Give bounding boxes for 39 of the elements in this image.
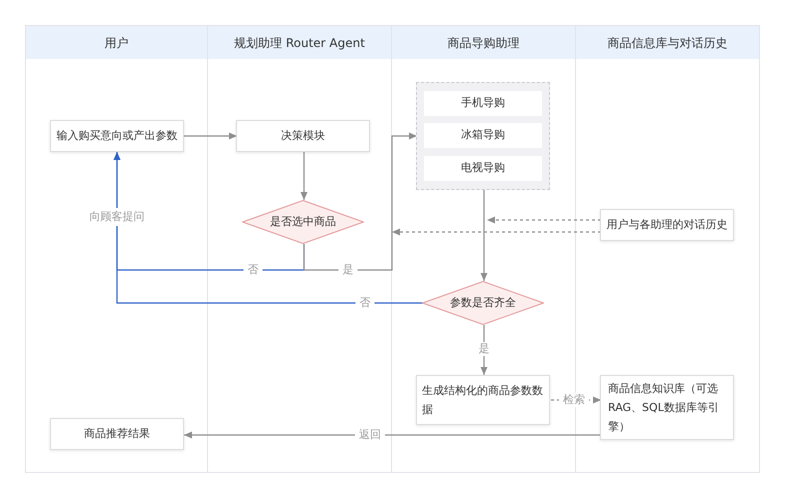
edge-label: 否 bbox=[244, 263, 262, 277]
decision-text: 参数是否齐全 bbox=[450, 294, 516, 311]
lane-header: 规划助理 Router Agent bbox=[208, 26, 391, 59]
decision-diamond bbox=[242, 200, 364, 244]
lane-header: 用户 bbox=[26, 26, 207, 59]
lane-header: 商品导购助理 bbox=[392, 26, 575, 59]
lane-header: 商品信息库与对话历史 bbox=[576, 26, 759, 59]
swimlane bbox=[25, 25, 208, 473]
edge-label: 是 bbox=[338, 263, 358, 277]
edge-label: 检索 bbox=[559, 393, 589, 407]
arrow bbox=[114, 152, 423, 304]
box-label: 商品推荐结果 bbox=[84, 426, 150, 442]
edge-label: 返回 bbox=[355, 428, 385, 442]
box-label: 生成结构化的商品参数数据 bbox=[422, 382, 544, 418]
box-label: 商品信息知识库（可选RAG、SQL数据库等引擎） bbox=[608, 380, 720, 436]
arrow bbox=[303, 132, 417, 271]
arrow bbox=[487, 216, 601, 224]
process-box bbox=[600, 375, 734, 440]
arrow bbox=[300, 152, 308, 200]
decision-diamond bbox=[422, 281, 544, 325]
group-container bbox=[416, 82, 550, 190]
process-box bbox=[50, 120, 184, 152]
process-box bbox=[416, 375, 550, 425]
box-label: 冰箱导购 bbox=[461, 127, 505, 144]
arrow bbox=[184, 132, 237, 140]
decision-text: 是否选中商品 bbox=[270, 214, 336, 230]
box-label: 输入购买意向或产出参数 bbox=[56, 128, 178, 144]
process-box bbox=[236, 120, 370, 152]
arrow bbox=[392, 228, 601, 236]
edge-label: 否 bbox=[356, 296, 374, 310]
box-label: 手机导购 bbox=[461, 95, 505, 112]
process-box bbox=[600, 209, 734, 241]
swimlane bbox=[208, 25, 392, 473]
box-label: 用户与各助理的对话历史 bbox=[606, 216, 728, 233]
process-box bbox=[50, 418, 184, 450]
box-label: 决策模块 bbox=[281, 128, 325, 144]
arrow bbox=[480, 190, 488, 281]
arrow bbox=[184, 432, 601, 438]
box-label: 电视导购 bbox=[461, 160, 505, 176]
